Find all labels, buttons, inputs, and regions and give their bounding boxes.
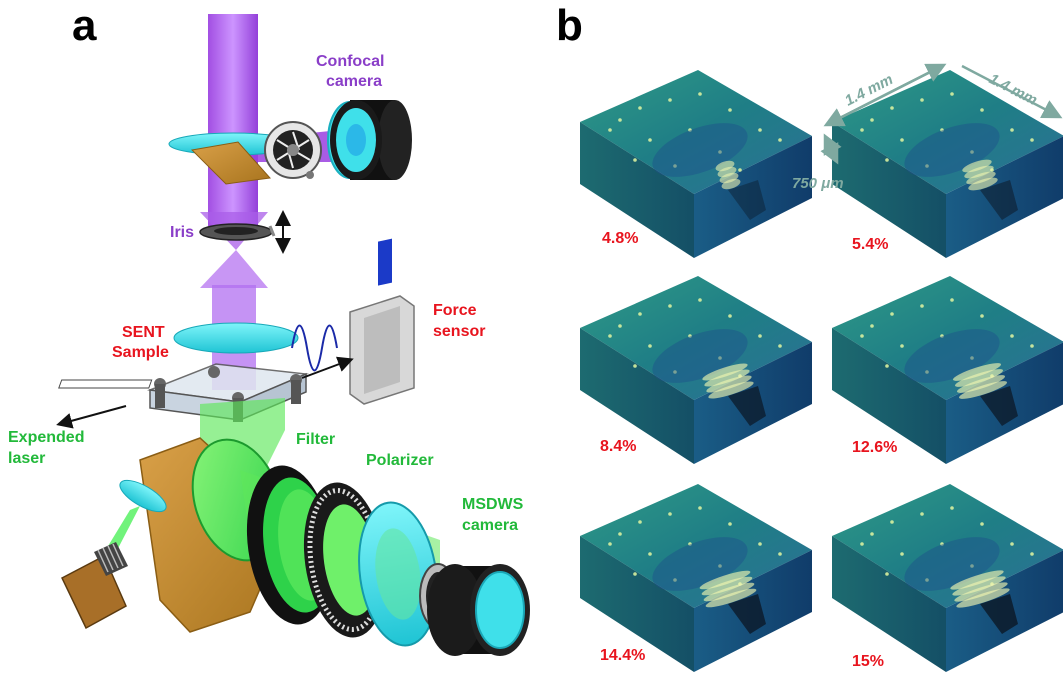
laser-expander-lens <box>119 479 167 513</box>
objective-lens <box>173 322 299 354</box>
label-iris: Iris <box>170 224 194 241</box>
label-sent-line2: Sample <box>112 344 169 361</box>
panel-label-b: b <box>556 1 583 50</box>
sample-tile <box>832 70 1063 258</box>
label-polarizer: Polarizer <box>366 452 434 469</box>
strain-label: 12.6% <box>852 439 897 456</box>
sample-tile <box>580 484 812 672</box>
strain-label: 5.4% <box>852 236 888 253</box>
sample-tile <box>580 70 812 258</box>
label-msdws-line2: camera <box>462 517 518 534</box>
label-force-line1: Force <box>433 302 477 319</box>
sample-tiles-grid: 4.8% 5.4% 8.4% 12.6% 14.4% 15% <box>580 70 1063 672</box>
label-filter: Filter <box>296 431 335 448</box>
label-expended-line2: laser <box>8 450 45 467</box>
sample-tile <box>580 276 812 464</box>
width-dimension-arrow-back <box>823 64 943 127</box>
strain-label: 4.8% <box>602 230 638 247</box>
depth-dimension-arrow <box>961 64 1063 119</box>
dim-thickness-label: 750 μm <box>792 175 844 192</box>
label-msdws-line1: MSDWS <box>462 496 524 513</box>
confocal-camera-icon <box>327 100 412 180</box>
confocal-input-beam <box>208 14 258 226</box>
iris-diaphragm <box>199 223 276 241</box>
expended-laser-arrow <box>56 405 127 429</box>
sample-tile <box>832 276 1063 464</box>
force-sensor-icon <box>349 238 415 405</box>
sample-tile <box>832 484 1063 672</box>
strain-label: 8.4% <box>600 438 636 455</box>
thickness-dimension-arrow-back <box>823 133 842 159</box>
polarizer-plate <box>358 501 438 647</box>
label-expended-line1: Expended <box>8 429 84 446</box>
shutter-wheel <box>264 121 322 179</box>
dichroic-mirror-top <box>190 141 271 185</box>
force-direction-arrow <box>301 356 354 379</box>
confocal-focus-cone-lower <box>200 250 268 288</box>
strain-label: 14.4% <box>600 647 645 664</box>
msdws-camera-icon <box>427 564 530 656</box>
panel-label-a: a <box>72 1 97 50</box>
laser-source-icon <box>61 542 128 630</box>
force-signal-wave <box>291 324 338 372</box>
label-sent-line1: SENT <box>122 324 165 341</box>
strain-label: 15% <box>852 653 884 670</box>
label-confocal-line1: Confocal <box>316 53 384 70</box>
label-confocal-line2: camera <box>326 73 382 90</box>
label-force-line2: sensor <box>433 323 485 340</box>
